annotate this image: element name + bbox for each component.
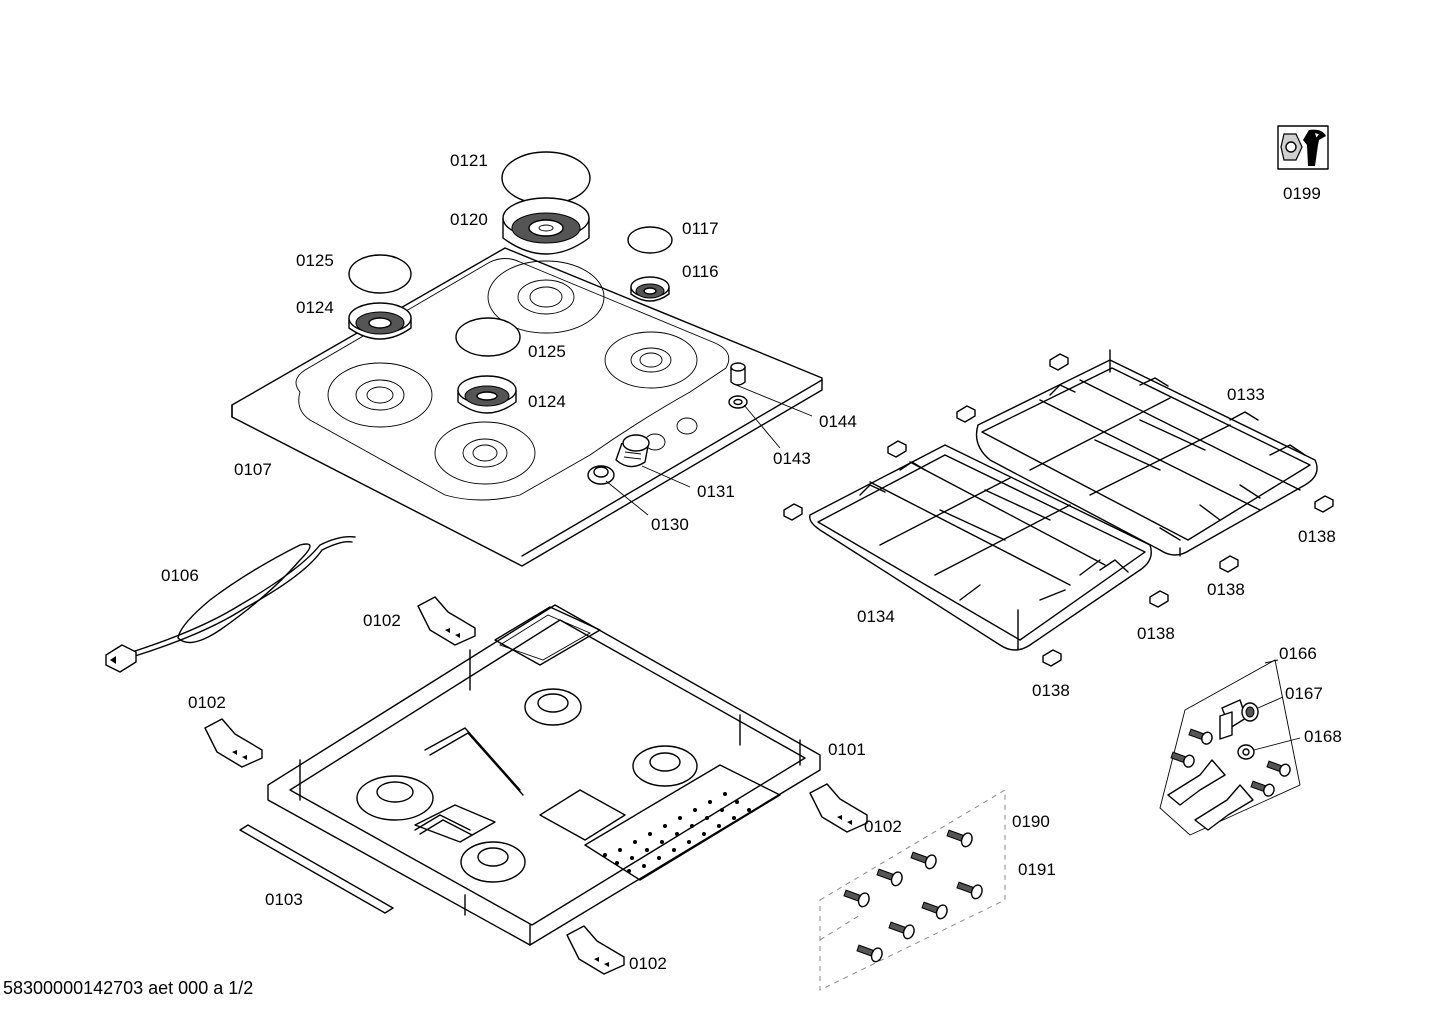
burner-cap-small (627, 226, 673, 254)
label-0133: 0133 (1227, 385, 1265, 404)
fixing-bracket-3 (809, 783, 868, 833)
label-0167: 0167 (1285, 684, 1323, 703)
label-0117: 0117 (682, 219, 719, 238)
burner-crown-large (502, 197, 590, 255)
gas-connector (1219, 699, 1259, 740)
label-0134: 0134 (857, 607, 895, 626)
power-cord (105, 535, 356, 673)
control-knob (615, 434, 650, 468)
label-0121: 0121 (450, 151, 488, 170)
burner-cap-medium-2 (455, 317, 521, 357)
ignition-seal (728, 395, 748, 409)
knob-bezel (587, 465, 615, 485)
pan-support-left (809, 444, 1152, 651)
fixing-bracket-1 (417, 596, 476, 646)
label-0102: 0102 (864, 817, 902, 836)
label-0125: 0125 (528, 342, 566, 361)
burner-cap-medium-1 (348, 254, 412, 294)
wrench-nut-icon (1277, 125, 1329, 170)
burner-crown-medium-2 (457, 375, 517, 414)
label-0138: 0138 (1298, 527, 1336, 546)
kit-screws (1170, 728, 1291, 797)
label-0116: 0116 (682, 262, 719, 281)
label-0138: 0138 (1207, 580, 1245, 599)
kit-brackets (1167, 759, 1254, 831)
part-labels: 0121 0120 0117 0116 0125 0124 0125 0124 … (161, 151, 1342, 973)
label-0124: 0124 (296, 298, 334, 317)
label-0138: 0138 (1137, 624, 1175, 643)
ignition-button (730, 362, 746, 386)
label-0103: 0103 (265, 890, 303, 909)
label-0102: 0102 (188, 693, 226, 712)
label-0143: 0143 (773, 449, 811, 468)
label-0124: 0124 (528, 392, 566, 411)
fixing-bracket-4 (566, 925, 625, 975)
screws (843, 829, 983, 963)
burner-crown-small (630, 276, 670, 302)
label-0190: 0190 (1012, 812, 1050, 831)
label-0102: 0102 (629, 954, 667, 973)
pan-support-right (975, 349, 1318, 557)
rubber-feet (783, 353, 1334, 667)
label-0168: 0168 (1304, 727, 1342, 746)
label-0131: 0131 (697, 482, 735, 501)
label-0101: 0101 (828, 740, 866, 759)
screw-set-box (819, 789, 1006, 991)
label-0107: 0107 (234, 460, 272, 479)
document-code: 58300000142703 aet 000 a 1/2 (3, 978, 254, 998)
label-0199: 0199 (1283, 184, 1321, 203)
gas-washer (1237, 744, 1255, 760)
conversion-kit-box (1159, 659, 1301, 836)
label-0125: 0125 (296, 251, 334, 270)
burner-crown-medium-1 (348, 302, 412, 340)
burner-cap-large (501, 151, 591, 205)
label-0138: 0138 (1032, 681, 1070, 700)
label-0191: 0191 (1018, 860, 1056, 879)
base-tray (267, 604, 821, 946)
label-0120: 0120 (450, 210, 488, 229)
label-0166: 0166 (1279, 644, 1317, 663)
label-0102: 0102 (363, 611, 401, 630)
fixing-bracket-2 (204, 718, 263, 768)
label-0144: 0144 (819, 412, 857, 431)
sealing-strip (239, 824, 394, 914)
label-0106: 0106 (161, 566, 199, 585)
label-0130: 0130 (651, 515, 689, 534)
